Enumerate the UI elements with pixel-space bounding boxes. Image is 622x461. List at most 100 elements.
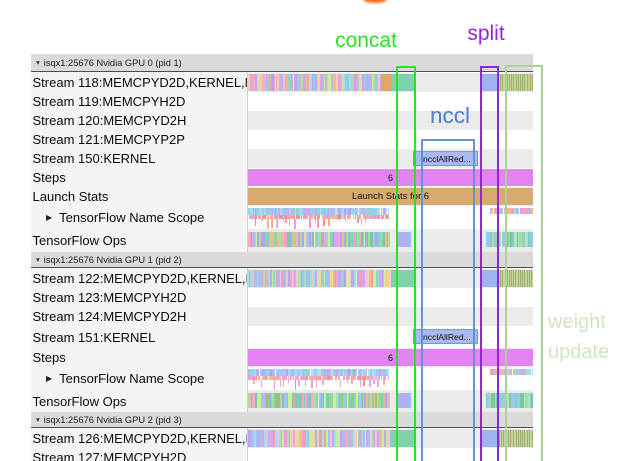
track-canvas[interactable]	[0, 206, 622, 229]
trace-event	[330, 270, 333, 287]
track-row: Stream 120:MEMCPYD2H	[0, 111, 622, 130]
trace-event	[287, 380, 290, 383]
trace-event	[513, 270, 514, 287]
trace-event	[327, 232, 328, 247]
trace-event	[261, 219, 263, 222]
trace-event	[298, 430, 299, 447]
trace-event	[349, 393, 351, 408]
trace-event	[292, 270, 293, 287]
process-group-header-gpu1[interactable]: ▾isqx1:25676 Nvidia GPU 1 (pid 2)	[31, 252, 533, 268]
trace-event	[293, 376, 294, 380]
trace-event	[272, 232, 273, 247]
nccl-allreduce-event-bar[interactable]	[413, 151, 478, 166]
track-canvas[interactable]: ncclAllRed...	[0, 149, 622, 168]
trace-event	[501, 430, 502, 447]
trace-event	[281, 393, 282, 408]
track-label[interactable]: ▶TensorFlow Name Scope	[31, 206, 247, 229]
trace-event	[276, 215, 278, 219]
trace-event	[287, 430, 289, 447]
trace-event	[366, 376, 367, 380]
track-canvas[interactable]	[0, 229, 622, 252]
trace-event	[315, 208, 317, 215]
trace-event	[369, 208, 371, 215]
trace-event	[299, 430, 300, 447]
trace-event	[518, 208, 519, 214]
track-canvas[interactable]: 6	[0, 168, 622, 187]
process-group-header-gpu0[interactable]: ▾isqx1:25676 Nvidia GPU 0 (pid 1)	[31, 54, 533, 72]
trace-event	[301, 369, 302, 376]
trace-event	[307, 215, 308, 219]
steps-event-bar[interactable]	[248, 349, 533, 366]
trace-event	[369, 393, 372, 408]
trace-event	[319, 208, 320, 215]
trace-event	[508, 208, 510, 214]
track-canvas[interactable]: 6	[0, 348, 622, 367]
trace-event	[266, 208, 268, 215]
trace-event	[307, 74, 309, 91]
trace-event	[503, 232, 504, 247]
trace-event	[358, 74, 359, 91]
trace-event	[355, 369, 357, 376]
trace-event	[374, 369, 376, 376]
trace-event	[346, 430, 347, 447]
trace-event	[378, 369, 379, 376]
trace-event	[255, 208, 256, 215]
trace-event	[353, 430, 355, 447]
trace-event	[294, 380, 296, 390]
trace-event	[331, 393, 333, 408]
track-label: TensorFlow Ops	[31, 229, 247, 252]
trace-event	[367, 270, 369, 287]
trace-event	[347, 369, 350, 376]
ops-event-bar[interactable]	[396, 393, 411, 408]
trace-event	[259, 393, 261, 408]
trace-event	[326, 74, 327, 91]
ops-event-bar[interactable]	[396, 232, 411, 247]
trace-event	[257, 270, 258, 287]
trace-event	[279, 430, 281, 447]
trace-event	[329, 208, 331, 215]
split-kernel-event-bar[interactable]	[482, 74, 497, 91]
track-label-text: Stream 120:MEMCPYD2H	[32, 113, 187, 128]
trace-event	[364, 232, 365, 247]
process-group-header-gpu2[interactable]: ▾isqx1:25676 Nvidia GPU 2 (pid 3)	[31, 412, 533, 428]
trace-event	[367, 208, 369, 215]
split-kernel-event-bar[interactable]	[482, 430, 497, 447]
memcpy-event-bar[interactable]	[381, 74, 391, 91]
trace-event	[252, 232, 253, 247]
trace-event	[337, 232, 338, 247]
trace-event	[354, 270, 356, 287]
trace-event	[363, 380, 365, 386]
track-canvas[interactable]: Launch Stats for 6	[0, 187, 622, 206]
split-kernel-event-bar[interactable]	[482, 270, 497, 287]
trace-event	[264, 215, 266, 219]
trace-event	[282, 270, 284, 287]
trace-event	[253, 215, 255, 219]
expand-triangle-icon[interactable]: ▶	[46, 374, 53, 383]
trace-event	[363, 393, 364, 408]
trace-event	[294, 215, 295, 219]
trace-event	[263, 369, 265, 376]
trace-event	[296, 215, 298, 219]
trace-event	[266, 393, 267, 408]
trace-event	[265, 232, 267, 247]
track-label[interactable]: ▶TensorFlow Name Scope	[31, 367, 247, 390]
trace-event	[340, 232, 342, 247]
trace-event	[512, 232, 514, 247]
trace-event	[375, 430, 377, 447]
trace-event	[383, 369, 384, 376]
trace-event	[348, 376, 350, 380]
steps-event-bar[interactable]	[248, 169, 533, 186]
trace-event	[325, 270, 327, 287]
nccl-allreduce-event-bar[interactable]	[413, 329, 478, 344]
track-canvas[interactable]: ncclAllRed...	[0, 326, 622, 348]
launch-stats-bar-label: Launch Stats for 6	[351, 191, 430, 202]
trace-event	[333, 232, 334, 247]
trace-event	[309, 430, 310, 447]
track-canvas[interactable]	[0, 390, 622, 412]
launch-stats-event-bar[interactable]	[248, 188, 533, 205]
trace-event	[503, 430, 504, 447]
trace-event	[313, 369, 315, 376]
trace-event	[253, 369, 254, 376]
expand-triangle-icon[interactable]: ▶	[46, 213, 53, 222]
trace-event	[529, 208, 531, 214]
